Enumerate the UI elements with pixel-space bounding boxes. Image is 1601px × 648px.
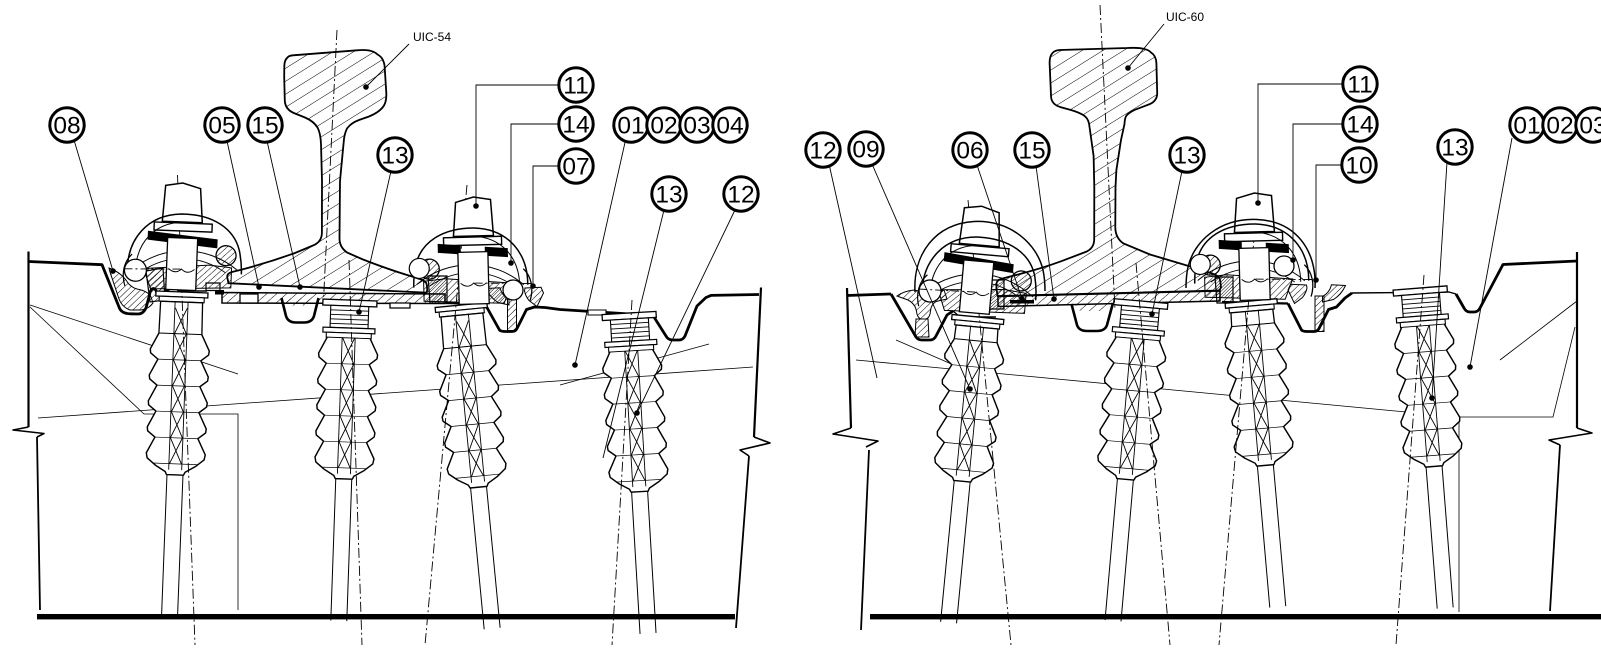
svg-text:02: 02 — [650, 113, 677, 140]
svg-text:10: 10 — [1345, 153, 1372, 180]
svg-text:14: 14 — [562, 112, 589, 139]
svg-text:03: 03 — [1579, 113, 1601, 140]
svg-text:05: 05 — [208, 113, 235, 140]
svg-text:15: 15 — [251, 113, 278, 140]
svg-text:13: 13 — [1441, 135, 1468, 162]
svg-text:UIC-54: UIC-54 — [413, 30, 451, 44]
svg-text:08: 08 — [53, 113, 80, 140]
svg-text:04: 04 — [716, 113, 743, 140]
svg-text:07: 07 — [562, 154, 589, 181]
svg-text:11: 11 — [563, 73, 588, 100]
svg-text:02: 02 — [1546, 113, 1573, 140]
svg-text:UIC-60: UIC-60 — [1166, 10, 1204, 24]
svg-text:13: 13 — [1173, 143, 1200, 170]
svg-text:14: 14 — [1346, 112, 1373, 139]
svg-text:13: 13 — [381, 143, 408, 170]
svg-text:03: 03 — [683, 113, 710, 140]
svg-text:13: 13 — [655, 182, 682, 209]
svg-text:12: 12 — [809, 138, 836, 165]
svg-text:12: 12 — [727, 182, 754, 209]
svg-text:01: 01 — [617, 113, 644, 140]
svg-text:06: 06 — [956, 138, 983, 165]
svg-text:11: 11 — [1347, 72, 1372, 99]
svg-text:15: 15 — [1018, 138, 1045, 165]
svg-text:09: 09 — [852, 137, 879, 164]
svg-text:01: 01 — [1513, 113, 1540, 140]
